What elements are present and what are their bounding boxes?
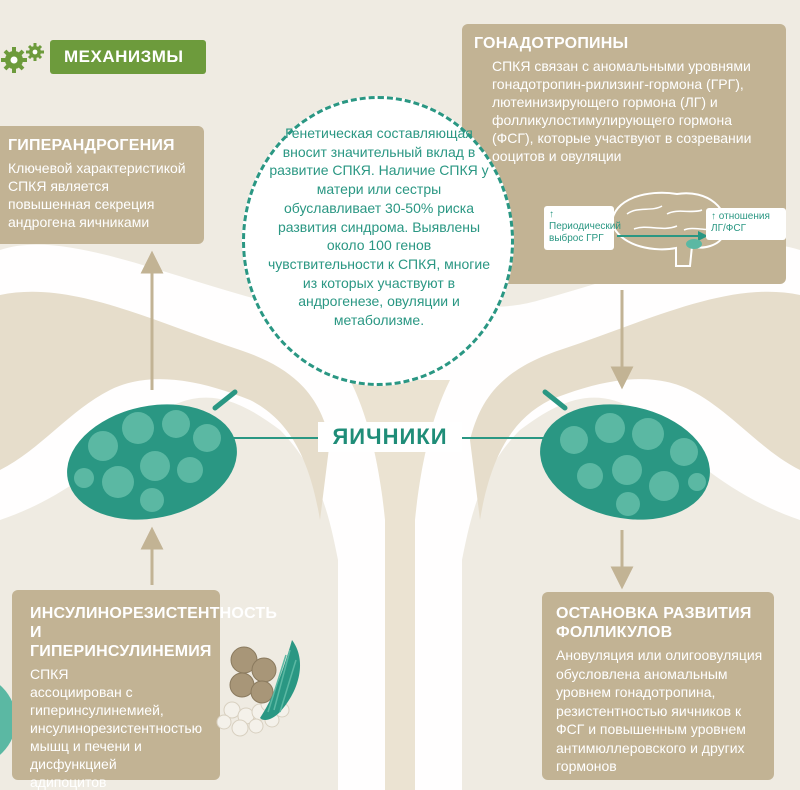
uterus-inner	[350, 380, 450, 790]
section-header: МЕХАНИЗМЫ	[50, 40, 206, 74]
lh-fsh-ratio-tag: ↑ отношения ЛГ/ФСГ	[706, 208, 786, 240]
hyperandrogenia-card: ГИПЕРАНДРОГЕНИЯ Ключевой характеристикой…	[0, 126, 204, 244]
genetics-text: Генетическая составляющая вносит значите…	[268, 125, 491, 329]
insulin-resistance-card: ИНСУЛИНОРЕЗИСТЕНТНОСТЬ И ГИПЕРИНСУЛИНЕМИ…	[12, 590, 301, 790]
edge-circle-decoration	[0, 685, 16, 755]
follicle-arrest-title: ОСТАНОВКА РАЗВИТИЯ ФОЛЛИКУЛОВ	[556, 605, 752, 641]
hyperandrogenia-title: ГИПЕРАНДРОГЕНИЯ	[8, 137, 175, 154]
ovaries-label: ЯИЧНИКИ	[318, 422, 462, 452]
gonadotropins-text: СПКЯ связан с аномальными уровнями гонад…	[492, 58, 752, 164]
left-ovary-icon	[67, 389, 238, 520]
hyperandrogenia-text: Ключевой характеристикой СПКЯ является п…	[8, 160, 186, 230]
insulin-resistance-text: СПКЯ ассоциирован с гиперинсулинемией, и…	[30, 666, 203, 790]
follicle-arrest-card: ОСТАНОВКА РАЗВИТИЯ ФОЛЛИКУЛОВ Ановуляция…	[542, 592, 774, 780]
gears-icon	[1, 43, 44, 73]
right-tube-shadow	[470, 291, 800, 520]
grg-pulse-tag: ↑ Периодический выброс ГРГ	[544, 206, 621, 250]
left-tube-shadow	[0, 291, 330, 520]
follicle-arrest-text: Ановуляция или олигоовуляция обусловлена…	[556, 647, 763, 774]
gonadotropins-title: ГОНАДОТРОПИНЫ	[474, 35, 629, 52]
genetics-circle	[242, 96, 514, 386]
right-ovary-icon	[540, 389, 710, 520]
tissue-illustration-icon	[216, 640, 301, 737]
insulin-resistance-title: ИНСУЛИНОРЕЗИСТЕНТНОСТЬ И ГИПЕРИНСУЛИНЕМИ…	[30, 605, 278, 660]
gonadotropins-card: ГОНАДОТРОПИНЫ СПКЯ связан с аномальными …	[462, 24, 786, 284]
arrows	[140, 250, 634, 590]
